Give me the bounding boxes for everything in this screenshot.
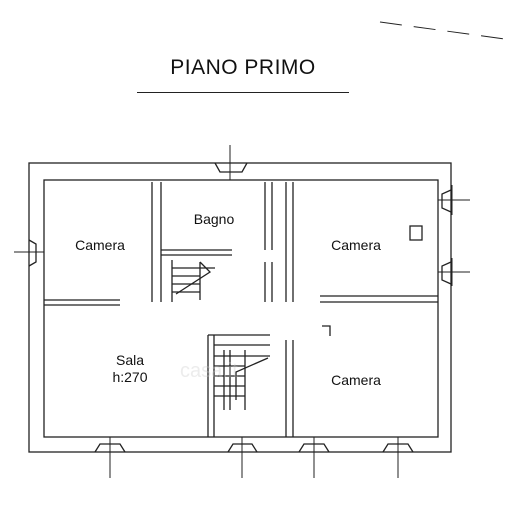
- outer-wall-outer: [28, 162, 452, 453]
- door-stub: [322, 325, 331, 336]
- wall-east-bottom: [320, 295, 438, 303]
- stair-lower: [214, 344, 270, 410]
- page-title: PIANO PRIMO: [170, 56, 316, 79]
- room-label-camera-west: Camera: [75, 237, 125, 253]
- wall-bagno-east: [264, 182, 273, 250]
- wall-east-room: [285, 182, 294, 302]
- room-label-camera-southeast: Camera: [331, 372, 381, 388]
- room-height-sala: h:270: [112, 369, 148, 385]
- wall-center-south: [207, 335, 215, 437]
- wall-east-south: [285, 340, 294, 437]
- fixture-box: [409, 225, 423, 241]
- wall-west-bottom: [44, 299, 120, 306]
- wall-west-room: [151, 182, 162, 302]
- title-underline: [137, 92, 349, 93]
- room-label-bagno: Bagno: [193, 211, 235, 227]
- window-marks: [14, 145, 470, 478]
- window-reveals: [28, 162, 452, 453]
- wall-bagno-bottom: [161, 249, 232, 256]
- outer-wall-inner: [43, 179, 439, 438]
- room-label-camera-east: Camera: [331, 237, 381, 253]
- boundary-dashed-line: [379, 21, 512, 41]
- wall-bagno-east-low: [264, 262, 273, 302]
- room-label-sala: Sala: [115, 352, 145, 368]
- stair-upper: [171, 260, 215, 302]
